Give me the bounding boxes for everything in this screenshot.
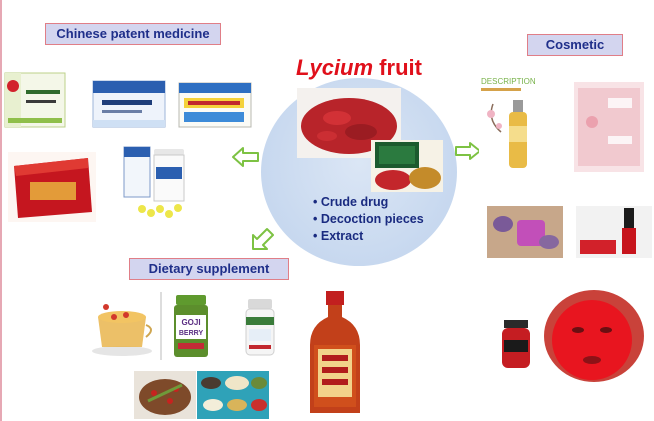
pink-facial-mask-box-image bbox=[574, 82, 644, 172]
arrow-to-medicine-icon bbox=[232, 147, 259, 167]
center-title: Lycium fruit bbox=[264, 55, 454, 81]
forms-list: Crude drug Decoction pieces Extract bbox=[313, 194, 424, 245]
label-dietary-supplement: Dietary supplement bbox=[129, 258, 289, 280]
left-border-line bbox=[0, 0, 2, 421]
goji-tea-cup-image bbox=[86, 295, 158, 357]
red-face-mask-model-image bbox=[494, 288, 654, 382]
red-gift-box-image bbox=[8, 152, 96, 222]
goji-label-line2: BERRY bbox=[179, 330, 204, 337]
form-extract: Extract bbox=[313, 228, 424, 245]
goji-oil-bottle-image: DESCRIPTION bbox=[479, 74, 567, 174]
dried-goji-berries-image bbox=[297, 88, 401, 158]
medicine-bottle-and-pills-image bbox=[120, 137, 200, 223]
goji-label-line1: GOJI bbox=[181, 318, 200, 327]
medicine-box-3-image bbox=[178, 82, 252, 128]
form-crude-drug: Crude drug bbox=[313, 194, 424, 211]
arrow-to-supplement-icon bbox=[252, 228, 274, 250]
description-text: DESCRIPTION bbox=[481, 77, 536, 86]
label-cosmetic: Cosmetic bbox=[527, 34, 623, 56]
medicine-box-2-image bbox=[92, 80, 166, 128]
label-chinese-patent-medicine: Chinese patent medicine bbox=[45, 23, 221, 45]
goji-wine-bottle-image bbox=[304, 289, 366, 417]
red-lipstick-image bbox=[576, 206, 652, 258]
goji-powder-extract-image bbox=[371, 140, 443, 192]
divider-line bbox=[160, 292, 162, 360]
form-decoction-pieces: Decoction pieces bbox=[313, 211, 424, 228]
goji-berry-supplement-bottle-image: GOJI BERRY bbox=[170, 293, 212, 359]
lycium-capsule-bottle-image bbox=[240, 297, 280, 357]
arrow-to-cosmetic-icon bbox=[455, 142, 481, 160]
goji-snack-platter-image bbox=[197, 371, 269, 419]
goji-salad-dish-image bbox=[134, 371, 196, 419]
purple-cosmetic-image bbox=[487, 206, 563, 258]
medicine-box-1-image bbox=[4, 72, 66, 128]
title-rest: fruit bbox=[373, 55, 422, 80]
title-genus: Lycium bbox=[296, 55, 374, 80]
